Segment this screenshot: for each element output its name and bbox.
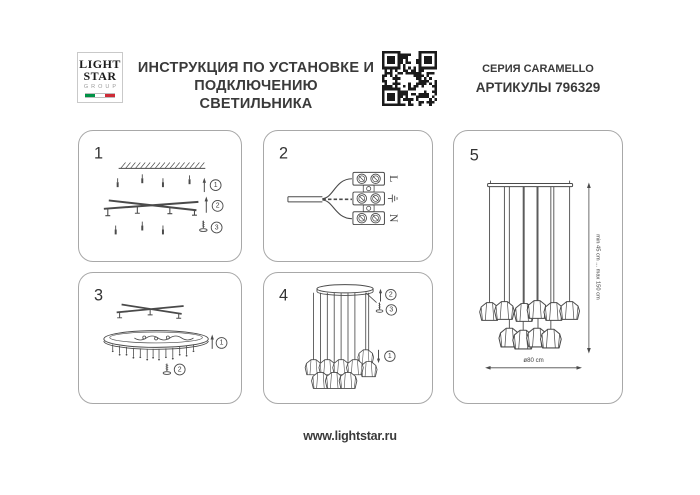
step-circle [209, 179, 222, 192]
step-number: 2 [216, 203, 220, 210]
step-circle [385, 304, 397, 316]
step-1-marker: 1 [202, 177, 222, 193]
width-dimension-label: ø80 cm [523, 357, 543, 364]
step-circle [173, 363, 186, 376]
mounting-bracket [116, 303, 184, 319]
canopy-disc [316, 284, 374, 296]
step4-diagram: 4 2 [279, 284, 397, 389]
panel-step-4: 4 2 [263, 272, 433, 404]
ceiling-hatch-icon [118, 162, 206, 169]
lightstar-logo: LIGHT STAR GROUP [77, 52, 123, 103]
terminal-block [352, 171, 385, 226]
panel-number: 4 [279, 287, 288, 305]
screw-washer-icon [375, 302, 384, 313]
step-circle [210, 221, 223, 234]
lamp-shade-icons [479, 300, 580, 350]
step-number: 2 [389, 291, 393, 298]
step1-diagram: 1 1 [94, 145, 224, 236]
canopy-plate [103, 330, 209, 350]
panel-step-2: 2 [263, 130, 433, 262]
step-number: 3 [215, 224, 219, 231]
pendant-cords [313, 292, 370, 373]
step-1-marker: 1 [376, 349, 396, 364]
panel-step-5: 5 [453, 130, 623, 404]
step-circle [385, 289, 397, 301]
step-circle [215, 337, 228, 349]
step-3-marker: 3 [365, 292, 397, 316]
ground-icon [387, 194, 398, 203]
logo-word-light: LIGHT [79, 57, 121, 71]
height-dimension: min 45 cm ... max 150 cm [587, 182, 600, 354]
step2-wiring-diagram: 2 [279, 145, 401, 226]
ceiling-bar [487, 180, 574, 188]
step-number: 1 [214, 182, 218, 189]
pendant-cords [489, 186, 571, 331]
width-dimension: ø80 cm [485, 357, 582, 370]
line-label: L [387, 175, 401, 182]
screw-washer-icon [162, 363, 172, 375]
step-number: 3 [389, 307, 393, 314]
logo-word-group: GROUP [83, 84, 120, 90]
italian-flag-icon [85, 93, 115, 98]
panel-number: 3 [94, 287, 103, 305]
step5-dimensions-diagram: 5 [470, 146, 600, 370]
terminal-screw-icons [356, 173, 381, 224]
website-url: www.lightstar.ru [303, 429, 397, 443]
mounting-bracket [103, 199, 199, 217]
neutral-label: N [387, 214, 401, 223]
panel-step-3: 3 [78, 272, 242, 404]
title-line-2: ПОДКЛЮЧЕНИЮ СВЕТИЛЬНИКА [194, 78, 318, 112]
step-number: 1 [388, 353, 392, 360]
step-2-marker: 2 [378, 288, 397, 302]
panel-number: 1 [94, 145, 103, 163]
step-1-marker: 1 [210, 334, 228, 349]
panel-number: 2 [279, 145, 288, 163]
series-label: СЕРИЯ CARAMELLO [482, 63, 594, 75]
screw-washer-icon [199, 220, 208, 232]
step-2-marker: 2 [204, 196, 224, 213]
page-title: ИНСТРУКЦИЯ ПО УСТАНОВКЕ И ПОДКЛЮЧЕНИЮ СВ… [136, 59, 376, 113]
title-line-1: ИНСТРУКЦИЯ ПО УСТАНОВКЕ И [137, 60, 375, 76]
step3-diagram: 3 [94, 287, 228, 376]
cord-stubs [111, 344, 195, 361]
product-info: СЕРИЯ CARAMELLO АРТИКУЛЫ 796329 [452, 63, 624, 95]
step-circle [211, 199, 224, 212]
step-circle [384, 350, 396, 362]
step-2-marker: 2 [162, 363, 186, 376]
panel-number: 5 [470, 146, 479, 164]
step-3-marker: 3 [199, 220, 223, 234]
step-number: 2 [178, 366, 182, 373]
article-number: АРТИКУЛЫ 796329 [475, 80, 601, 95]
mains-cable [287, 178, 352, 220]
step-number: 1 [220, 340, 224, 347]
qr-code-icon [382, 51, 437, 106]
panel-step-1: 1 1 [78, 130, 242, 262]
logo-word-star: STAR [83, 69, 117, 83]
height-dimension-label: min 45 cm ... max 150 cm [594, 234, 600, 300]
